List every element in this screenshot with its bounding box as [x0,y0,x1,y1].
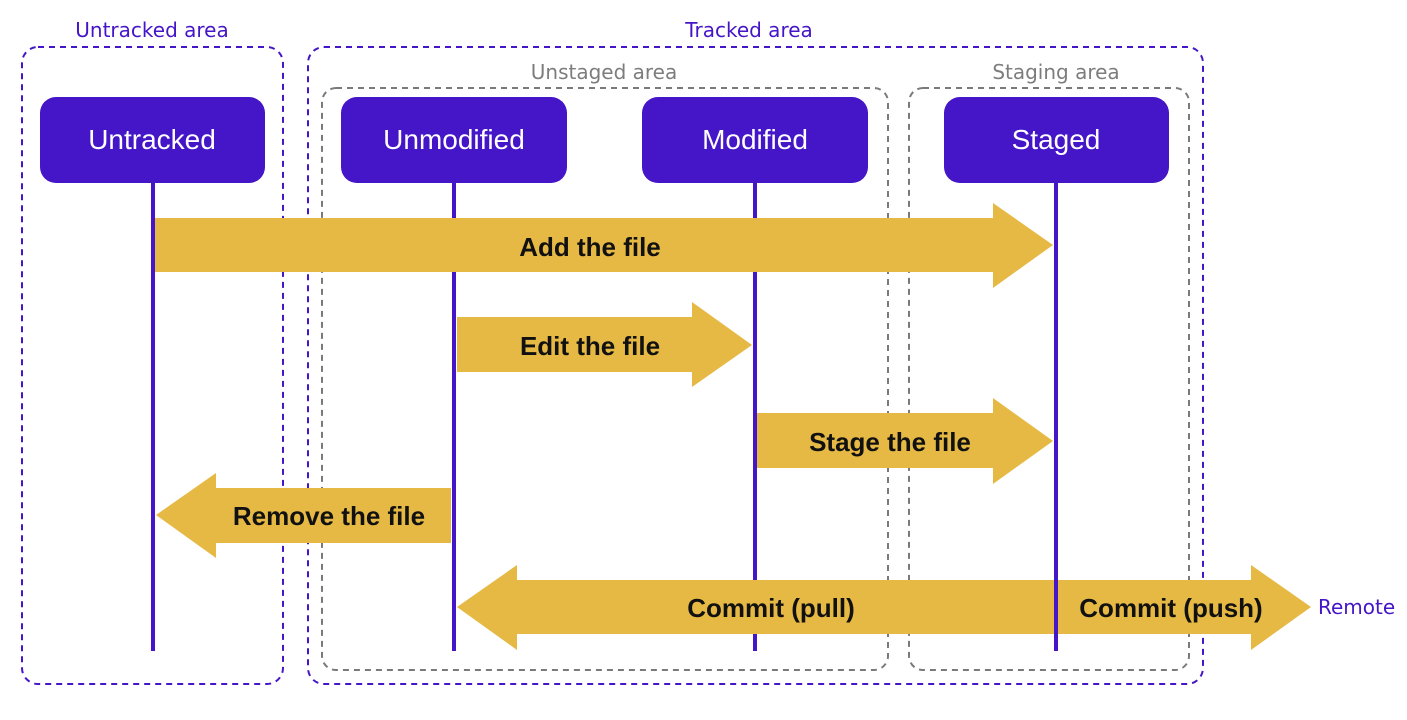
add-file-label: Add the file [519,232,661,262]
staged-state-box [944,97,1169,183]
edit-file-arrow [457,302,752,387]
untracked-state-box [40,97,265,183]
tracked-area-label: Tracked area [684,18,813,42]
stage-file-arrow [757,398,1053,484]
staging-area-box [908,87,1190,671]
edit-file-label: Edit the file [520,331,660,361]
untracked-state-label: Untracked [88,124,216,155]
modified-state-box [642,97,868,183]
tracked-area-box [307,46,1204,685]
unmodified-state-box [341,97,567,183]
untracked-area-label: Untracked area [75,18,228,42]
commit-push-label: Commit (push) [1079,593,1262,623]
remote-label: Remote [1318,595,1395,619]
staged-state-label: Staged [1012,124,1101,155]
remove-file-arrow [156,473,451,558]
staging-area-label: Staging area [992,60,1119,84]
unstaged-area-box [321,87,889,671]
untracked-area-box [21,46,284,685]
unmodified-state-label: Unmodified [383,124,525,155]
stage-file-label: Stage the file [809,427,971,457]
modified-state-label: Modified [702,124,808,155]
unstaged-area-label: Unstaged area [531,60,677,84]
commit-arrow [457,565,1311,650]
add-file-arrow [155,203,1053,288]
commit-pull-label: Commit (pull) [687,593,855,623]
remove-file-label: Remove the file [233,501,425,531]
